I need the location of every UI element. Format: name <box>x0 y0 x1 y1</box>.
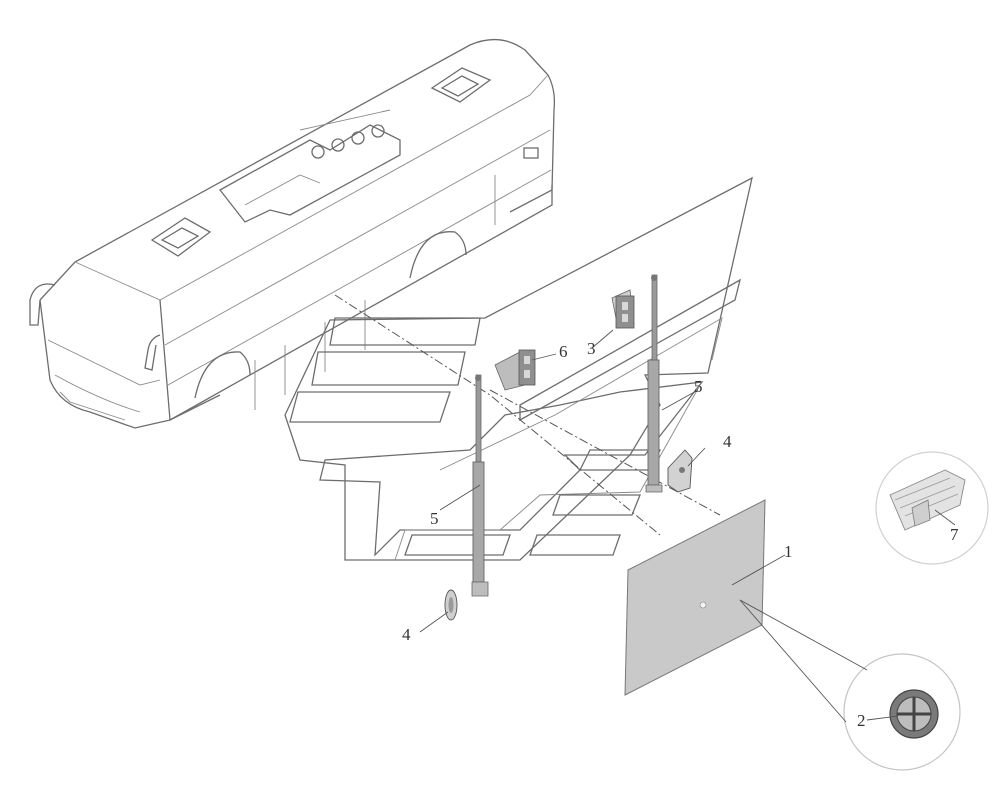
callout-labels: 1 2 3 6 4 4 5 5 7 <box>402 339 959 730</box>
gas-strut-right <box>645 274 663 493</box>
bus-illustration <box>29 38 556 429</box>
callout-3: 3 <box>587 339 596 358</box>
hinge-bracket-upper-left <box>494 349 536 391</box>
callout-1: 1 <box>784 542 793 561</box>
callout-2: 2 <box>857 711 866 730</box>
leader-lines <box>419 329 956 721</box>
seal-detail-view <box>875 451 989 565</box>
lock-icon <box>889 689 939 739</box>
callout-4-lower: 4 <box>402 625 411 644</box>
callout-5-left: 5 <box>430 509 439 528</box>
assembly-centerlines <box>334 294 721 536</box>
strut-bracket-lower-right <box>667 449 693 493</box>
callout-4-upper: 4 <box>723 432 732 451</box>
hinge-bracket-upper-right <box>611 289 635 329</box>
strut-bracket-lower-left <box>444 589 458 621</box>
callout-6: 6 <box>559 342 568 361</box>
gas-strut-left <box>471 374 489 597</box>
callout-5-right: 5 <box>694 377 703 396</box>
callout-7: 7 <box>950 525 959 544</box>
lock-detail-view <box>739 599 961 771</box>
seal-profile-icon <box>889 469 966 531</box>
door-panel <box>624 499 766 696</box>
